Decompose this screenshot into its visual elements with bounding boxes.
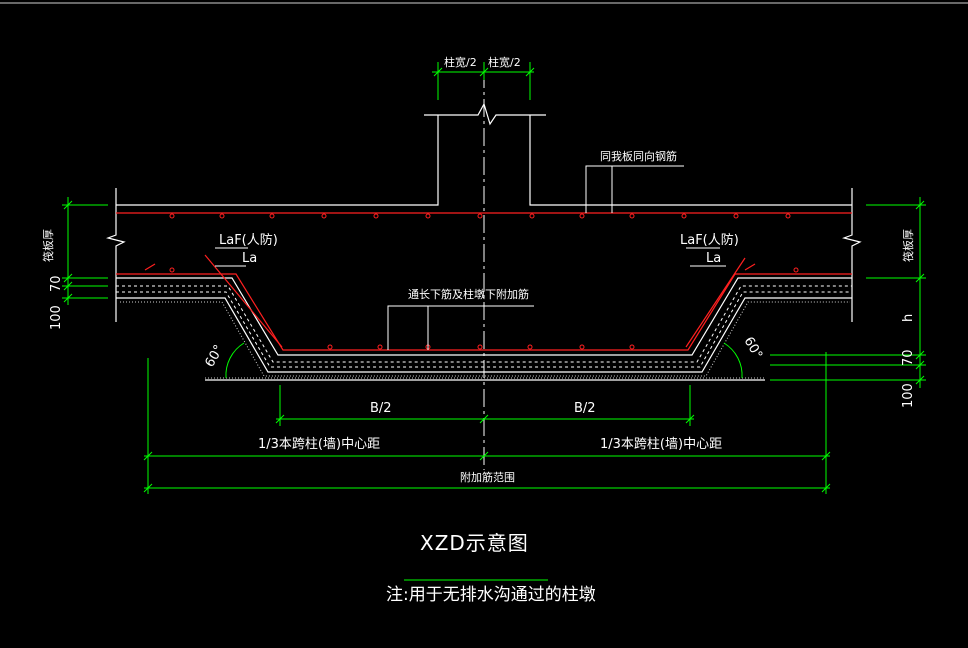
same-dir-bar-label: 同我板同向钢筋 xyxy=(600,149,677,163)
drawing-note: 注:用于无排水沟通过的柱墩 xyxy=(386,585,596,605)
la-left-label: La xyxy=(242,251,257,266)
extra-range-label: 附加筋范围 xyxy=(460,470,515,484)
b-half-right-label: B/2 xyxy=(574,401,596,416)
cushion-hatch xyxy=(116,285,852,368)
dim-100-right-label: 100 xyxy=(901,383,916,408)
span-left-label: 1/3本跨柱(墙)中心距 xyxy=(258,437,380,452)
laf-right-label: LaF(人防) xyxy=(680,232,739,248)
leader-lines xyxy=(215,165,726,350)
slab-thk-left-label: 筏板厚 xyxy=(41,229,55,262)
dim-70-right-label: 70 xyxy=(901,349,916,366)
angle-right-label: 60° xyxy=(741,335,766,362)
slab-thk-right-label: 筏板厚 xyxy=(901,229,915,262)
dimension-lines xyxy=(62,62,926,494)
angle-left-label: 60° xyxy=(202,343,227,370)
laf-left-label: LaF(人防) xyxy=(219,232,278,248)
col-half-left-label: 柱宽/2 xyxy=(444,55,477,69)
span-right-label: 1/3本跨柱(墙)中心距 xyxy=(600,437,722,452)
dim-h-right-label: h xyxy=(901,314,916,322)
b-half-left-label: B/2 xyxy=(370,401,392,416)
dim-100-left-label: 100 xyxy=(49,305,64,330)
bottom-bar-label: 通长下筋及柱墩下附加筋 xyxy=(408,287,529,301)
rebar-dots xyxy=(169,213,799,350)
la-right-label: La xyxy=(706,251,721,266)
dim-70-left-label: 70 xyxy=(49,275,64,292)
rebar-lines xyxy=(116,212,852,351)
drawing-title: XZD示意图 xyxy=(420,531,529,555)
col-half-right-label: 柱宽/2 xyxy=(488,55,521,69)
cushion-dots xyxy=(120,301,850,379)
concrete-outline xyxy=(105,102,862,381)
